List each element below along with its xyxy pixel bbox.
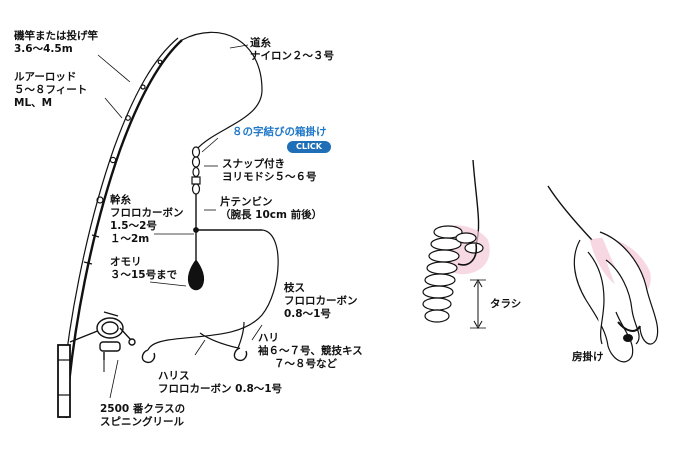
branch-label-line2: フロロカーボン: [284, 295, 358, 307]
snap-label: スナップ付き ヨリモドシ５〜６号: [222, 158, 317, 184]
lure-rod-label-line2: ５〜８フィート: [14, 84, 88, 96]
worm-bait-icon: [422, 159, 490, 330]
tenbin-label-line2: （腕長 10cm 前後）: [220, 209, 323, 221]
main-line-label-line2: ナイロン２〜３号: [250, 50, 334, 62]
fusagake-label-text: 房掛け: [572, 351, 604, 363]
rod-label-line1: 磯竿または投げ竿: [14, 30, 98, 42]
fusagake-label: 房掛け: [572, 351, 604, 364]
fishing-rod-icon: [57, 37, 183, 419]
main-line-label: 道糸 ナイロン２〜３号: [250, 37, 334, 63]
sinker-icon: [187, 259, 205, 291]
branch-label-line1: 枝ス: [284, 282, 305, 294]
trunk-line-label: 幹糸 フロロカーボン 1.5〜2号 １〜2m: [110, 194, 184, 246]
hook-label-line1: ハリ: [258, 332, 279, 344]
sinker-label-line2: ３〜15号まで: [110, 269, 178, 281]
leader-label-line2: フロロカーボン 0.8〜1号: [158, 383, 283, 395]
snap-label-line1: スナップ付き: [222, 158, 285, 170]
reel-label-line2: スピニングリール: [100, 416, 184, 428]
trunk-line-label-line3: 1.5〜2号: [110, 220, 157, 232]
sinker-label: オモリ ３〜15号まで: [110, 256, 177, 282]
leader-label-line1: ハリス: [158, 370, 190, 382]
leader-label: ハリス フロロカーボン 0.8〜1号: [158, 370, 282, 396]
main-line-label-line1: 道糸: [250, 37, 271, 49]
leader-line: [199, 332, 239, 349]
main-line: [181, 31, 263, 151]
lure-rod-label-line1: ルアーロッド: [14, 71, 77, 83]
tarashi-label-text: タラシ: [490, 298, 522, 310]
knot-link[interactable]: ８の字結びの箱掛け: [232, 126, 327, 139]
tenbin-label-line1: 片テンビン: [220, 196, 273, 208]
spinning-reel-icon: [69, 311, 136, 372]
trunk-line-label-line4: １〜2m: [110, 233, 150, 245]
hook-label-line2: 袖６〜７号、競技キス: [258, 345, 363, 357]
rod-label: 磯竿または投げ竿 3.6〜4.5m: [14, 30, 98, 56]
hook-label-line3: ７〜８号など: [274, 358, 337, 370]
tarashi-label: タラシ: [490, 298, 521, 311]
branch-line: [147, 229, 279, 351]
click-button[interactable]: CLICK: [287, 141, 331, 153]
tenbin-label: 片テンビン （腕長 10cm 前後）: [220, 196, 322, 222]
sinker-label-line1: オモリ: [110, 256, 142, 268]
swivel-icon: [191, 146, 201, 195]
reel-label-line1: 2500 番クラスの: [100, 403, 186, 415]
trunk-line-label-line1: 幹糸: [110, 194, 131, 206]
knot-link-text[interactable]: ８の字結びの箱掛け: [232, 126, 327, 138]
lure-rod-label-line3: ML、M: [14, 97, 53, 109]
branch-label: 枝ス フロロカーボン 0.8〜1号: [284, 282, 358, 321]
branch-label-line3: 0.8〜1号: [284, 308, 331, 320]
rod-label-line2: 3.6〜4.5m: [14, 43, 73, 55]
worm-bait-icon: [547, 185, 659, 363]
reel-label: 2500 番クラスの スピニングリール: [100, 403, 185, 429]
snap-label-line2: ヨリモドシ５〜６号: [222, 171, 317, 183]
sinker-pointer: [149, 281, 187, 287]
hook-icon: [141, 347, 248, 364]
trunk-line-label-line2: フロロカーボン: [110, 207, 184, 219]
hook-label: ハリ 袖６〜７号、競技キス ７〜８号など: [258, 332, 363, 371]
lure-rod-label: ルアーロッド ５〜８フィート ML、M: [14, 71, 87, 110]
tenbin-arm: [193, 194, 262, 260]
